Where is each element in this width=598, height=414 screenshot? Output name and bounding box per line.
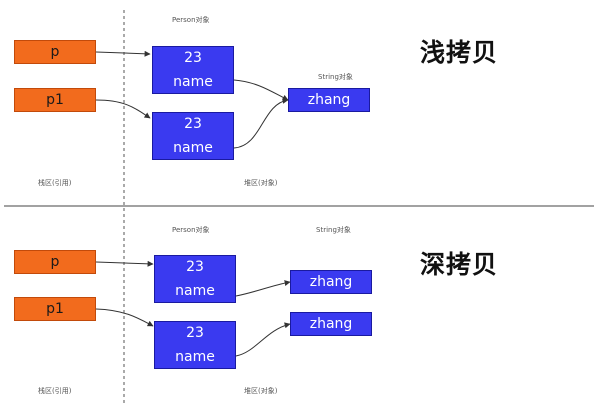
object-name-field: name — [175, 283, 215, 299]
string-object-label: String对象 — [316, 226, 351, 234]
string-object-2: zhang — [290, 312, 372, 336]
string-object: zhang — [288, 88, 370, 112]
arrow-object1-to-string — [233, 79, 289, 101]
object-name-field: name — [175, 349, 215, 365]
reference-p: p — [14, 250, 96, 274]
person-object-label: Person对象 — [172, 16, 210, 24]
arrow-p1-to-object2 — [95, 99, 151, 119]
person-object-1: 23 name — [154, 255, 236, 303]
deep-copy-title: 深拷贝 — [420, 250, 499, 279]
person-object-label: Person对象 — [172, 226, 210, 234]
string-object-1: zhang — [290, 270, 372, 294]
object-age: 23 — [186, 259, 204, 275]
arrow-deep-object2-to-string2 — [235, 322, 291, 357]
object-age: 23 — [184, 116, 202, 132]
person-object-2: 23 name — [154, 321, 236, 369]
shallow-copy-title: 浅拷贝 — [420, 38, 499, 67]
reference-p1: p1 — [14, 88, 96, 112]
object-age: 23 — [186, 325, 204, 341]
arrow-p-to-object1 — [95, 50, 151, 57]
arrow-p1-to-deep-object2 — [95, 308, 154, 327]
arrow-p-to-deep-object1 — [95, 260, 154, 267]
object-name-field: name — [173, 140, 213, 156]
arrow-deep-object1-to-string1 — [235, 280, 291, 297]
heap-label: 堆区(对象) — [244, 179, 278, 187]
arrow-object2-to-string — [233, 97, 289, 149]
person-object-2: 23 name — [152, 112, 234, 160]
stack-label: 栈区(引用) — [38, 179, 72, 187]
reference-p1: p1 — [14, 297, 96, 321]
person-object-1: 23 name — [152, 46, 234, 94]
heap-label: 堆区(对象) — [244, 387, 278, 395]
stack-label: 栈区(引用) — [38, 387, 72, 395]
object-name-field: name — [173, 74, 213, 90]
object-age: 23 — [184, 50, 202, 66]
reference-p: p — [14, 40, 96, 64]
string-object-label: String对象 — [318, 73, 353, 81]
